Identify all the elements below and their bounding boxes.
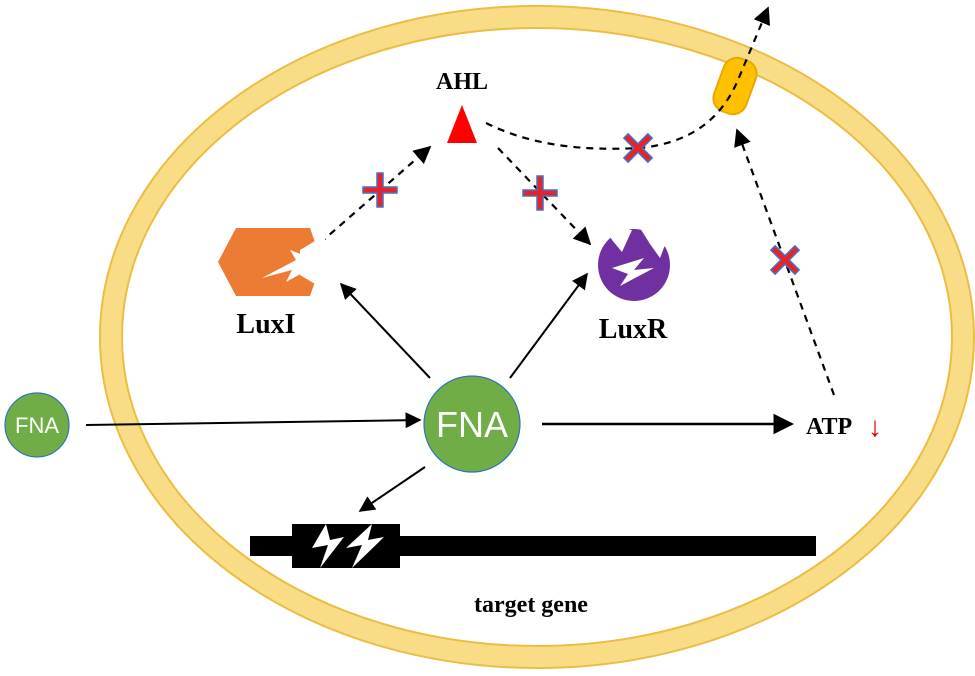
- inhibit-cross-luxi-ahl: [362, 172, 398, 208]
- fna-inside-label: FNA: [436, 404, 508, 445]
- inhibit-cross-atp-transporter: [769, 244, 801, 276]
- atp-down-arrow: ↓: [868, 411, 882, 442]
- target-gene-dna: [250, 524, 816, 568]
- cell-membrane: [99, 5, 975, 669]
- inhibit-cross-ahl-luxr: [522, 175, 558, 211]
- ahl-label: AHL: [436, 69, 488, 95]
- luxr-receptor: [598, 226, 670, 301]
- fna-outside-label: FNA: [15, 413, 59, 438]
- atp-to-transporter-dashed-arrow: [734, 128, 836, 396]
- fna-entry-arrow: [85, 412, 422, 429]
- luxr-label: LuxR: [599, 314, 668, 345]
- fna-inside: FNA: [423, 375, 521, 473]
- fna-outside: FNA: [4, 392, 70, 458]
- inhibit-cross-ahl-export: [622, 132, 654, 164]
- fna-to-luxi-arrow: [339, 282, 431, 379]
- luxi-enzyme: [218, 228, 325, 296]
- luxi-label: LuxI: [236, 309, 295, 340]
- fna-to-luxr-arrow: [509, 272, 588, 379]
- target-gene-label: target gene: [474, 592, 588, 618]
- fna-to-gene-arrow: [358, 466, 426, 512]
- ahl-triangle: [447, 105, 477, 143]
- atp-label: ATP: [806, 414, 852, 440]
- luxi-to-ahl-dashed-arrow: [319, 145, 432, 244]
